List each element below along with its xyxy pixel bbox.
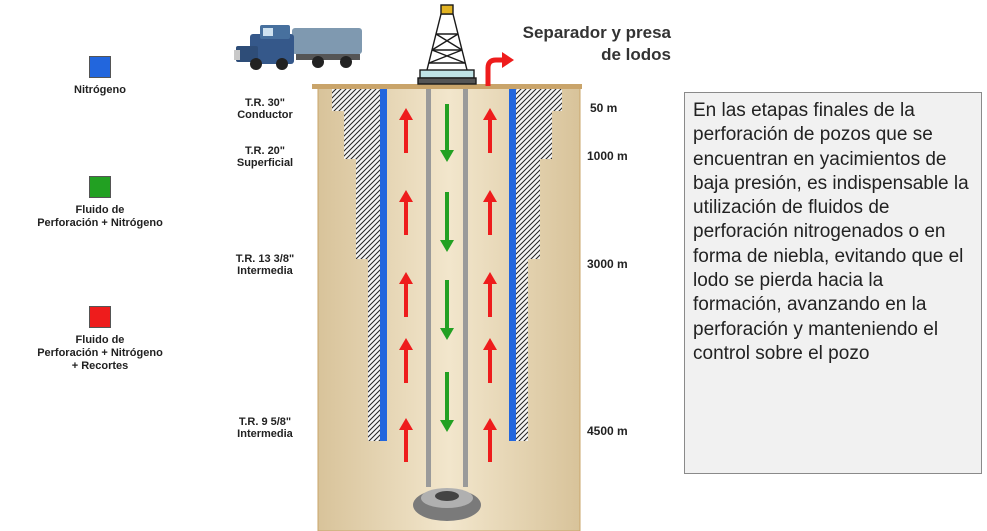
surface-line <box>312 84 582 89</box>
legend-swatch-fluid-nitrogen-cuttings <box>89 306 111 328</box>
up-arrow-left-1 <box>399 108 413 153</box>
separator-label: Separador y presa de lodos <box>522 23 671 64</box>
legend-label-nitrogen: Nitrógeno <box>74 84 126 96</box>
up-arrow-right-3 <box>483 272 497 317</box>
casing-9-intermedia <box>368 89 528 441</box>
depth-label-4500: 4500 m <box>587 424 628 438</box>
drill-bit-icon <box>413 488 481 521</box>
drilling-rig-icon <box>417 4 477 85</box>
legend-item-nitrogen: Nitrógeno <box>0 56 200 97</box>
casing-20-superficial <box>344 89 552 159</box>
up-arrow-left-3 <box>399 272 413 317</box>
up-arrow-right-4 <box>483 338 497 383</box>
drill-pipe-right-wall <box>463 89 468 487</box>
casing-13-intermedia <box>356 89 540 259</box>
description-box: En las etapas finales de la perforación … <box>684 92 982 474</box>
casing-label-30: T.R. 30" Conductor <box>237 97 293 121</box>
casing-label-20: T.R. 20" Superficial <box>236 145 294 169</box>
description-text: En las etapas finales de la perforación … <box>693 100 969 364</box>
depth-label-50: 50 m <box>590 101 618 115</box>
truck-icon <box>234 25 362 70</box>
legend-swatch-fluid-nitrogen <box>89 176 111 198</box>
nitrogen-right <box>509 89 516 441</box>
down-arrow-4 <box>440 372 454 432</box>
down-arrow-1 <box>440 104 454 162</box>
up-arrow-right-5 <box>483 418 497 462</box>
legend-swatch-nitrogen <box>89 56 111 78</box>
legend-label-fluid-nitrogen-cuttings: Fluido de Perforación + Nitrógeno + Reco… <box>37 334 163 372</box>
legend-label-fluid-nitrogen: Fluido de Perforación + Nitrógeno <box>37 204 163 229</box>
up-arrow-left-5 <box>399 418 413 462</box>
up-arrow-left-4 <box>399 338 413 383</box>
up-arrow-right-2 <box>483 190 497 235</box>
drill-pipe-left-wall <box>426 89 431 487</box>
depth-label-3000: 3000 m <box>587 257 628 271</box>
nitrogen-left <box>380 89 387 441</box>
casing-label-9: T.R. 9 5/8" Intermedia <box>237 416 293 440</box>
up-arrow-right-1 <box>483 108 497 153</box>
up-arrow-left-2 <box>399 190 413 235</box>
legend-item-fluid-nitrogen-cuttings: Fluido de Perforación + Nitrógeno + Reco… <box>0 306 200 373</box>
down-arrow-3 <box>440 280 454 340</box>
down-arrow-2 <box>440 192 454 252</box>
discharge-arrow <box>485 57 504 86</box>
depth-label-1000: 1000 m <box>587 149 628 163</box>
discharge-arrow-head <box>502 52 514 68</box>
casing-label-13: T.R. 13 3/8" Intermedia <box>235 253 295 277</box>
legend-item-fluid-nitrogen: Fluido de Perforación + Nitrógeno <box>0 176 200 230</box>
